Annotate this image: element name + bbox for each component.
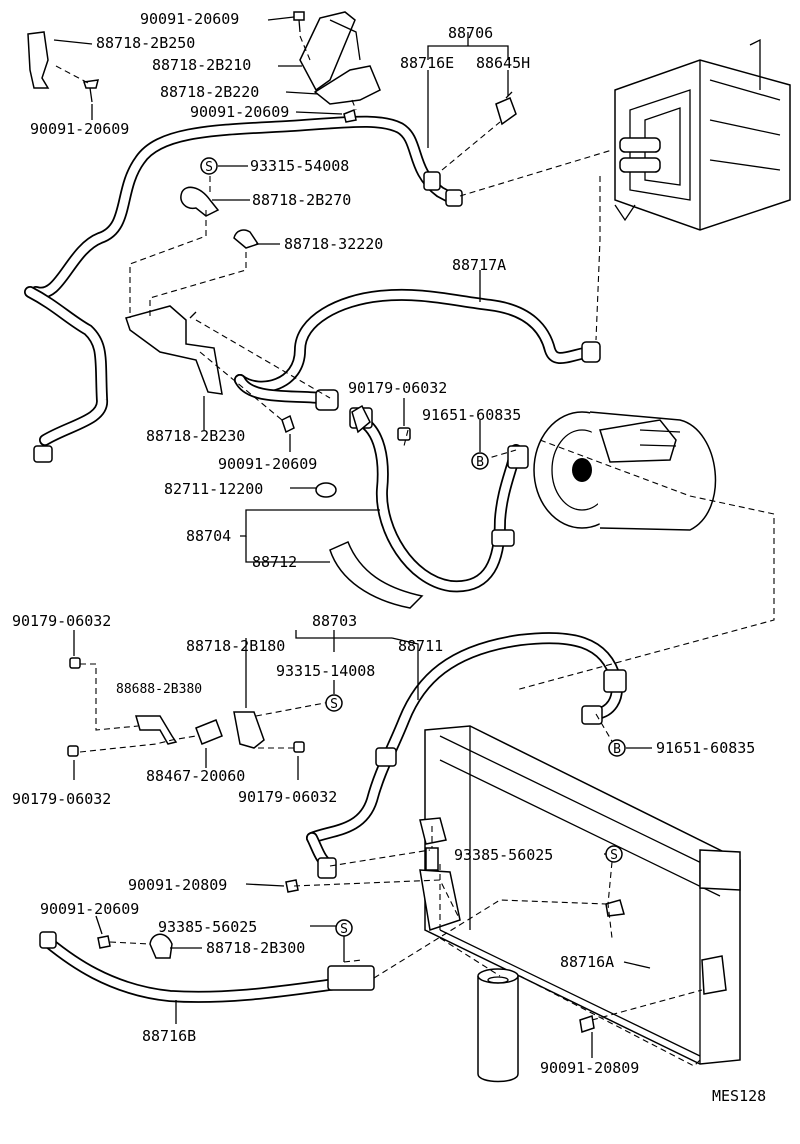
part-label: 90091-20609 bbox=[30, 120, 129, 138]
part-label: 93385-56025 bbox=[454, 846, 553, 864]
part-label: 90179-06032 bbox=[238, 788, 337, 806]
condenser bbox=[419, 725, 741, 1065]
tube-fitting-88711-right bbox=[581, 705, 603, 725]
part-label: 90091-20609 bbox=[190, 103, 289, 121]
part-label: 88703 bbox=[312, 612, 357, 630]
part-label: 90091-20809 bbox=[128, 876, 227, 894]
part-label: 88704 bbox=[186, 527, 231, 545]
part-label: 88712 bbox=[252, 553, 297, 571]
part-label: 88718-2B220 bbox=[160, 83, 259, 101]
s-symbol-4-letter: S bbox=[340, 922, 348, 937]
part-label: 88716A bbox=[560, 953, 614, 971]
part-label: 93385-56025 bbox=[158, 918, 257, 936]
small-parts bbox=[27, 11, 625, 1033]
s-symbol-2 bbox=[325, 694, 343, 712]
part-label: 88718-32220 bbox=[284, 235, 383, 253]
tube-coupling-88711 bbox=[375, 747, 397, 767]
part-label: 91651-60835 bbox=[656, 739, 755, 757]
part-label: 88706 bbox=[448, 24, 493, 42]
tube-fitting-88711-top bbox=[603, 669, 627, 693]
receiver-dryer bbox=[477, 968, 519, 1083]
part-label: 88718-2B300 bbox=[206, 939, 305, 957]
part-label: 90179-06032 bbox=[348, 379, 447, 397]
b-symbol-1-letter: B bbox=[476, 455, 484, 470]
tube-block-88716b bbox=[327, 965, 375, 991]
s-symbol-3-letter: S bbox=[610, 848, 618, 863]
part-label: 88645H bbox=[476, 54, 530, 72]
part-label: 88718-2B210 bbox=[152, 56, 251, 74]
s-symbol-3 bbox=[605, 845, 623, 863]
part-label: 88718-2B270 bbox=[252, 191, 351, 209]
b-symbol-2-letter: B bbox=[613, 742, 621, 757]
tube-fitting-88706-end bbox=[445, 189, 463, 207]
liquid-tube-88711 bbox=[306, 632, 627, 879]
hose-compressor-fitting bbox=[507, 445, 529, 469]
suction-hose-88717a bbox=[234, 288, 601, 411]
dashed-lines bbox=[55, 35, 775, 1067]
part-label: 82711-12200 bbox=[164, 480, 263, 498]
tube-fitting-88706 bbox=[423, 171, 441, 191]
part-label: 93315-14008 bbox=[276, 662, 375, 680]
part-label: 88718-2B230 bbox=[146, 427, 245, 445]
part-label: 88717A bbox=[452, 256, 506, 274]
tube-fitting-88711-bottom bbox=[317, 857, 337, 879]
hose-coupling bbox=[491, 529, 515, 547]
part-label: 90091-20609 bbox=[140, 10, 239, 28]
part-label: 88718-2B180 bbox=[186, 637, 285, 655]
hose-88712 bbox=[329, 540, 424, 609]
part-label: 91651-60835 bbox=[422, 406, 521, 424]
part-label: 90091-20609 bbox=[218, 455, 317, 473]
part-label: 90179-06032 bbox=[12, 790, 111, 808]
hose-fitting-88717a bbox=[581, 341, 601, 363]
s-symbol-4 bbox=[335, 919, 353, 937]
hose-fitting-88717a-left bbox=[315, 389, 339, 411]
part-label: 90091-20609 bbox=[40, 900, 139, 918]
tube-end-fitting-left bbox=[33, 445, 53, 463]
leader-lines bbox=[53, 16, 652, 1058]
compressor bbox=[533, 411, 717, 531]
b-symbol-2 bbox=[608, 739, 626, 757]
discharge-hose-88704 bbox=[349, 407, 529, 593]
evaporator-unit bbox=[614, 38, 791, 231]
b-symbol-1 bbox=[471, 452, 489, 470]
diagram-code: MES128 bbox=[712, 1087, 766, 1105]
part-label: 90091-20809 bbox=[540, 1059, 639, 1077]
symbol-circles: S B S B S S bbox=[200, 157, 626, 937]
part-label: 88467-20060 bbox=[146, 767, 245, 785]
part-label: 90179-06032 bbox=[12, 612, 111, 630]
tube-end-88716b bbox=[39, 931, 57, 949]
part-label: 88716B bbox=[142, 1027, 196, 1045]
part-labels: 90091-20609 88718-2B250 88718-2B210 8871… bbox=[12, 10, 766, 1105]
part-label: 88718-2B250 bbox=[96, 34, 195, 52]
part-label: 93315-54008 bbox=[250, 157, 349, 175]
part-label: 88711 bbox=[398, 637, 443, 655]
part-label: 88688-2B380 bbox=[116, 682, 202, 697]
s-symbol-2-letter: S bbox=[330, 697, 338, 712]
liquid-tube-88716b bbox=[39, 931, 375, 1003]
s-symbol-1 bbox=[200, 157, 218, 175]
part-label: 88716E bbox=[400, 54, 454, 72]
suction-tube-88706 bbox=[24, 115, 463, 463]
s-symbol-1-letter: S bbox=[205, 160, 213, 175]
